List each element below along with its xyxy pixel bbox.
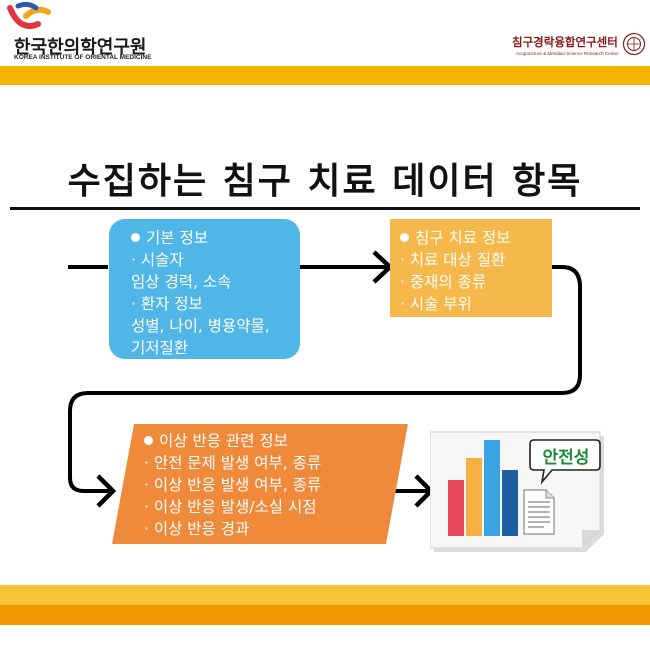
- bottom-accent-bar-light: [0, 585, 650, 605]
- bullet-icon: [131, 233, 140, 242]
- basic-info-box: 기본 정보 · 시술자 임상 경력, 소속 · 환자 정보 성별, 나이, 병용…: [109, 219, 300, 359]
- treatment-info-text: 침구 치료 정보 · 치료 대상 질환 · 중재의 종류 · 시술 부위: [400, 227, 510, 315]
- basic-info-line: · 환자 정보: [131, 293, 270, 315]
- treatment-info-line: · 시술 부위: [400, 293, 510, 315]
- treatment-info-line: · 중재의 종류: [400, 271, 510, 293]
- bullet-icon: [144, 436, 153, 445]
- adverse-info-line: · 이상 반응 발생 여부, 종류: [144, 474, 321, 496]
- safety-label: 안전성: [536, 443, 596, 468]
- adverse-info-heading: 이상 반응 관련 정보: [159, 432, 288, 450]
- basic-info-heading: 기본 정보: [146, 229, 208, 247]
- treatment-info-line: · 치료 대상 질환: [400, 249, 510, 271]
- adverse-info-text: 이상 반응 관련 정보 · 안전 문제 발생 여부, 종류 · 이상 반응 발생…: [144, 430, 321, 540]
- chart-bar-navy: [502, 470, 518, 536]
- chart-bar-blue: [484, 440, 500, 536]
- bottom-accent-bar-dark: [0, 605, 650, 625]
- document-icon: [524, 490, 554, 534]
- basic-info-line: 임상 경력, 소속: [131, 271, 270, 293]
- chart-bar-red: [448, 480, 464, 536]
- adverse-info-line: · 이상 반응 경과: [144, 518, 321, 540]
- basic-info-line: 기저질환: [131, 337, 270, 359]
- treatment-info-box: 침구 치료 정보 · 치료 대상 질환 · 중재의 종류 · 시술 부위: [390, 219, 552, 317]
- adverse-info-line: · 안전 문제 발생 여부, 종류: [144, 452, 321, 474]
- basic-info-line: · 시술자: [131, 249, 270, 271]
- chart-bar-orange: [466, 458, 482, 536]
- bullet-icon: [400, 233, 409, 242]
- basic-info-text: 기본 정보 · 시술자 임상 경력, 소속 · 환자 정보 성별, 나이, 병용…: [131, 227, 270, 359]
- basic-info-line: 성별, 나이, 병용약물,: [131, 315, 270, 337]
- adverse-info-line: · 이상 반응 발생/소실 시점: [144, 496, 321, 518]
- treatment-info-heading: 침구 치료 정보: [415, 229, 510, 247]
